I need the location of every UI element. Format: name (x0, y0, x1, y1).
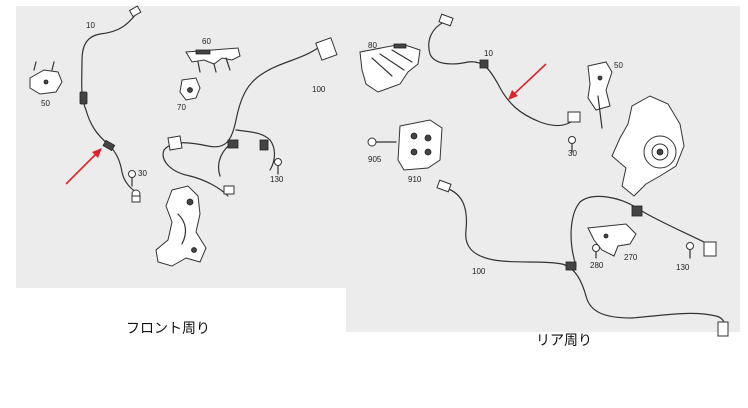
rear-screw-130 (686, 242, 694, 259)
rear-bracket-270 (587, 223, 637, 257)
caption-front: フロント周り (126, 320, 210, 336)
rear-sensor-wire (428, 13, 581, 127)
callout-rear-80: 80 (368, 41, 377, 50)
callout-front-10: 10 (86, 21, 95, 30)
callout-rear-130: 130 (676, 263, 690, 272)
callout-front-70: 70 (177, 103, 186, 112)
front-holder-70 (179, 77, 201, 101)
front-clip-60 (185, 47, 241, 73)
rear-harness-100 (436, 179, 729, 337)
callout-rear-50: 50 (614, 61, 623, 70)
callout-rear-910: 910 (408, 175, 422, 184)
callout-rear-100: 100 (472, 267, 486, 276)
callout-front-30: 30 (138, 169, 147, 178)
callout-front-60: 60 (202, 37, 211, 46)
rear-arrow (508, 63, 547, 100)
front-knuckle (155, 185, 207, 267)
rear-key-905 (367, 137, 397, 147)
callout-rear-905: 905 (368, 155, 382, 164)
callout-rear-280: 280 (590, 261, 604, 270)
front-screw-30 (128, 170, 136, 187)
front-harness-100 (162, 37, 338, 197)
rear-screw-280 (592, 244, 600, 259)
callout-front-50: 50 (41, 99, 50, 108)
front-sensor-wire (79, 5, 142, 203)
rear-cover-910 (397, 119, 443, 171)
rear-screw-30 (568, 136, 576, 153)
callout-front-100: 100 (312, 85, 326, 94)
caption-rear: リア周り (536, 332, 592, 348)
rear-hub (611, 95, 685, 197)
rear-connector-80 (359, 43, 421, 93)
front-bracket-50 (29, 61, 63, 95)
callout-rear-270: 270 (624, 253, 638, 262)
callout-front-130: 130 (270, 175, 284, 184)
callout-rear-30: 30 (568, 149, 577, 158)
rear-bracket-50 (587, 61, 613, 129)
front-screw-130 (274, 158, 282, 175)
callout-rear-10: 10 (484, 49, 493, 58)
front-arrow (65, 148, 102, 185)
